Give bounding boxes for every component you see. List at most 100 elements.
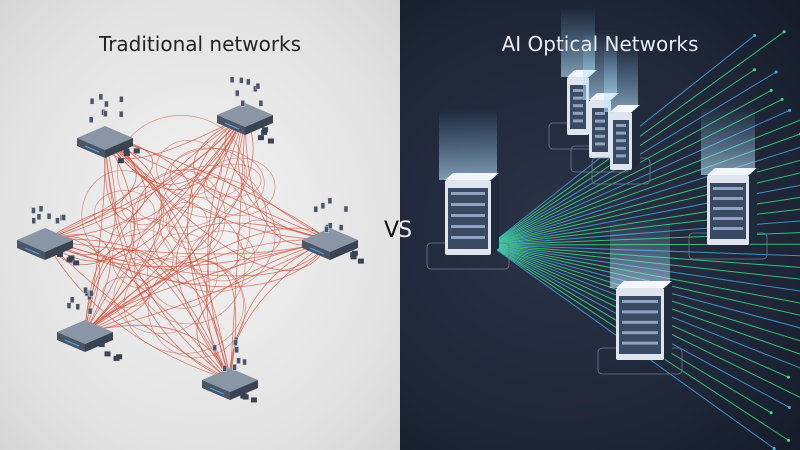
- connector-block: [123, 148, 130, 154]
- drive-bay: [573, 89, 583, 92]
- fiber-endpoint: [786, 375, 790, 379]
- cable-plug-icon: [234, 346, 239, 354]
- tangle-link: [84, 260, 237, 381]
- tangle-link: [44, 207, 136, 333]
- router-led: [224, 122, 240, 130]
- connector-block: [250, 397, 257, 403]
- fiber-endpoint: [787, 438, 791, 442]
- tangle-link: [193, 114, 331, 241]
- cable-plug-icon: [98, 93, 104, 101]
- drive-bay: [713, 197, 743, 200]
- cable-plug-icon: [343, 205, 349, 213]
- cable-plug-icon: [69, 296, 75, 304]
- cable-plug-icon: [235, 89, 240, 97]
- tangle-link: [237, 114, 331, 241]
- fiber-endpoint: [753, 33, 757, 37]
- connector-block: [133, 148, 140, 154]
- cable-plug-icon: [232, 363, 237, 371]
- tangle-link: [84, 114, 246, 333]
- drive-bay: [451, 192, 485, 195]
- router-front: [230, 380, 258, 400]
- drive-bay: [595, 119, 605, 123]
- tangle-link: [104, 137, 331, 241]
- connector-block: [267, 138, 274, 144]
- tangle-link: [84, 114, 246, 333]
- router-front: [85, 332, 113, 352]
- vs-letter-v: V: [384, 218, 399, 243]
- drive-bay: [616, 146, 626, 150]
- drive-bay: [622, 300, 658, 303]
- right-server: [688, 105, 768, 260]
- tangle-loop: [121, 186, 165, 226]
- drive-bay: [616, 139, 626, 143]
- cable-plug-icon: [338, 224, 344, 231]
- server-side: [664, 281, 672, 360]
- connector-block: [117, 158, 124, 164]
- vs-letter-s: S: [398, 218, 412, 243]
- connector-block: [257, 135, 264, 141]
- drive-bay: [595, 112, 605, 115]
- cable-plug-icon: [89, 97, 95, 105]
- tangle-link: [84, 239, 331, 333]
- tangle-link: [84, 239, 331, 333]
- cable-plug-icon: [103, 110, 108, 117]
- drive-bay: [451, 236, 485, 239]
- tangle-loop: [236, 219, 281, 255]
- drive-bay: [451, 203, 485, 206]
- cable-plug-icon: [239, 77, 244, 84]
- tangle-loop: [81, 170, 165, 261]
- cable-plug-icon: [66, 302, 72, 309]
- rack-server-3: [591, 42, 651, 185]
- drive-bay: [573, 111, 583, 115]
- cable-plug-icon: [327, 222, 333, 229]
- ai-optical-networks-title: AI Optical Networks: [501, 32, 699, 56]
- connector-block: [241, 393, 248, 399]
- cable-plug-icon: [255, 82, 261, 90]
- cable-plug-icon: [89, 289, 94, 297]
- fiber-line: [489, 244, 800, 304]
- cable-plug-icon: [246, 78, 251, 86]
- router-led: [84, 145, 100, 153]
- tangle-link: [44, 239, 231, 381]
- cable-plug-icon: [258, 100, 264, 107]
- light-beam: [701, 105, 755, 175]
- light-beam: [439, 110, 497, 180]
- router: [302, 197, 364, 264]
- cable-plug-icon: [38, 205, 44, 212]
- connector-block: [113, 355, 120, 361]
- fiber-endpoint: [752, 68, 756, 72]
- fiber-line: [489, 184, 800, 246]
- connector-block: [123, 151, 130, 157]
- drive-bay: [616, 154, 626, 158]
- tangle-loop: [158, 165, 267, 273]
- connector-block: [261, 129, 268, 135]
- server-front: [448, 188, 488, 249]
- server-side: [632, 105, 640, 170]
- router: [202, 336, 258, 403]
- server-top: [616, 281, 672, 288]
- drive-bay: [595, 127, 605, 131]
- tangle-loop: [170, 147, 248, 199]
- fiber-endpoint: [772, 446, 776, 450]
- tangle-link: [104, 114, 246, 222]
- drive-bay: [713, 227, 743, 230]
- drive-bay: [616, 124, 626, 127]
- fiber-line: [489, 244, 800, 268]
- drive-bay: [713, 187, 743, 190]
- fiber-endpoint: [780, 97, 784, 101]
- connector-block: [56, 251, 63, 257]
- tangle-link: [44, 234, 111, 333]
- cable-plug-icon: [75, 303, 80, 310]
- tangle-link: [224, 114, 331, 241]
- cable-plug-icon: [236, 357, 241, 364]
- tangle-loop: [147, 258, 246, 359]
- router-led: [64, 339, 80, 347]
- tangled-links: [44, 114, 331, 381]
- fiber-line: [489, 243, 800, 246]
- cable-plug-icon: [55, 217, 60, 224]
- tangle-loop: [168, 196, 220, 251]
- router-front: [330, 240, 358, 260]
- tangle-link: [104, 137, 231, 381]
- fiber-endpoint: [782, 30, 786, 34]
